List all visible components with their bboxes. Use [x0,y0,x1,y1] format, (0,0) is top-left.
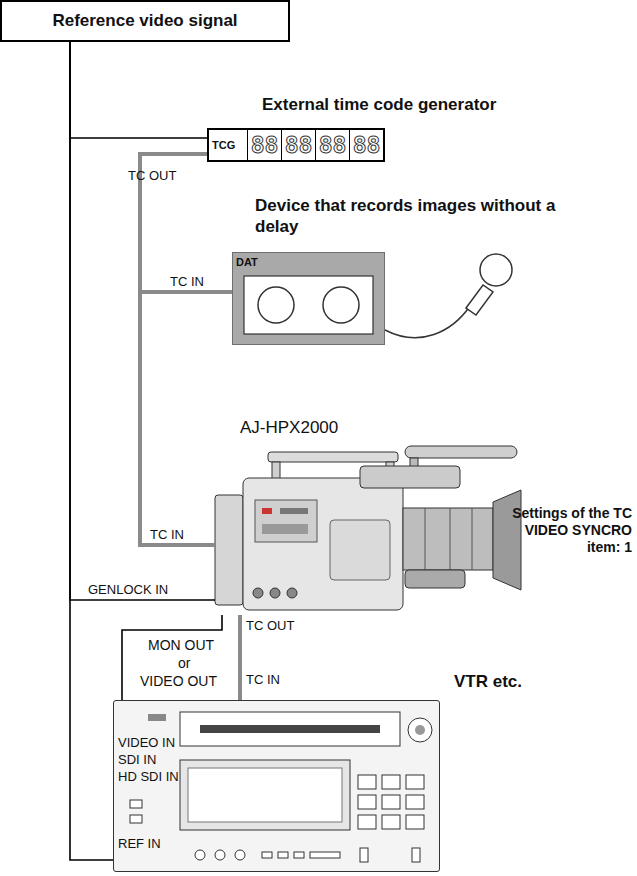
tcg-box: External time code generatorTCG88888888 [207,128,385,162]
vtr-knob [408,718,432,742]
port-label: GENLOCK IN [88,582,168,598]
vtr-button [406,795,424,809]
reference-box: Reference video signal [0,0,290,42]
lens-ring [472,508,473,570]
camera-indicator [262,508,272,514]
camera-viewfinder [360,466,460,488]
camera-housing [243,478,403,610]
vtr-small-button [130,815,142,823]
model-name: AJ-HPX2000 [240,417,400,438]
vtr-button [382,775,400,789]
connector-word: or [178,655,190,672]
vtr-button [358,795,376,809]
vtr-key [262,852,272,858]
camera-slot-cover [330,520,390,580]
settings-note: Settings of the TC VIDEO SYNCRO item: 1 [500,505,632,556]
port-label: TC OUT [246,618,294,634]
vtr-key [278,852,288,858]
video-output-wire [122,615,222,700]
vtr-button [382,815,400,829]
mic-head [480,254,512,286]
device-heading: VTR etc. [454,671,564,692]
timecode-digits: 88 [247,130,281,160]
video-reference-wire [70,42,215,600]
camera-side-panel [255,500,317,542]
camera-switch [262,524,308,534]
lens-hood [493,490,521,590]
camera-microphone [405,446,517,458]
device-tag: TCG [212,138,246,152]
camera-connector [270,588,280,598]
vtr-button [406,815,424,829]
camera-handle-post [386,462,394,480]
lens-ring [425,508,426,570]
port-label: MON OUT [148,637,214,654]
camera-connector [287,588,297,598]
video-reference-wire [70,42,207,138]
vtr-small-button [130,800,142,808]
device-heading: Device that records images without a del… [255,195,585,237]
vtr-key [310,852,340,858]
vtr-screen [188,768,342,822]
camera-body: AJ-HPX2000 [215,445,522,615]
vtr-button [382,795,400,809]
dat-reel [323,287,359,323]
camera-battery [215,495,243,605]
camera-switch [280,508,308,514]
port-label: TC IN [150,527,184,543]
box-title: Reference video signal [2,2,288,40]
vtr-key [294,852,304,858]
camera-connector [253,588,263,598]
vtr-switch [412,848,420,862]
port-label: TC OUT [128,168,176,184]
vtr-switch [360,848,368,862]
timecode-wire [140,154,215,545]
vtr-jack [215,850,225,860]
camera-handle-post [272,462,280,480]
device-heading: External time code generator [262,94,532,115]
vtr-jack [195,850,205,860]
timecode-digits: 88 [281,130,315,160]
dat-box: Device that records images without a del… [232,252,385,345]
timecode-wire [140,154,232,292]
vtr-slot [200,725,380,733]
port-label: VIDEO OUT [140,673,217,690]
vtr-display [180,760,350,830]
video-reference-wire [70,42,113,860]
timecode-digits: 88 [349,130,383,160]
vtr-jack [235,850,245,860]
mic-handle [466,285,493,315]
mic-mount [410,458,418,470]
camera-grip [405,570,465,588]
camera-lens [403,508,493,570]
port-label: TC IN [246,672,280,688]
timecode-digits: 88 [315,130,349,160]
camera-handle [268,452,398,462]
vtr-box: VTR etc. [113,700,440,872]
vtr-cassette-door [180,712,400,746]
timecode-wire [238,615,242,700]
port-label: TC IN [170,274,204,290]
device-tag: DAT [236,255,276,269]
vtr-led [148,714,166,721]
vtr-button [358,775,376,789]
vtr-button [358,815,376,829]
vtr-knob-center [415,725,425,735]
mic-cable [385,306,470,338]
dat-window [244,276,373,334]
lens-ring [450,508,451,570]
dat-reel [258,287,294,323]
vtr-button [406,775,424,789]
